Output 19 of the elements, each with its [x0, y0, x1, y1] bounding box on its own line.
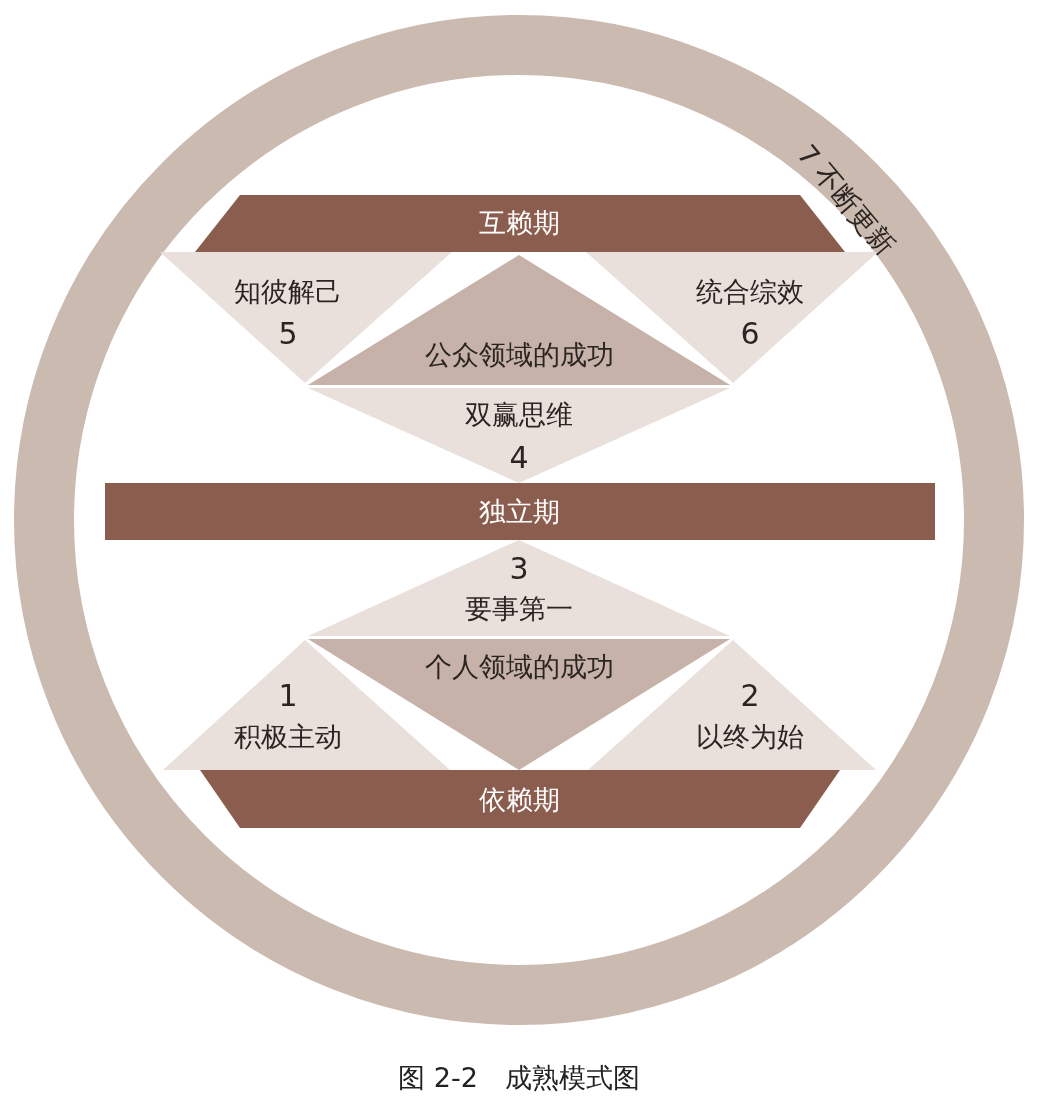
habit-number: 3	[509, 551, 529, 585]
habit-label: 要事第一	[465, 594, 573, 624]
habit-number: 6	[740, 316, 760, 350]
stage-label: 独立期	[478, 497, 560, 527]
habit-label: 统合综效	[696, 277, 804, 307]
habit-number: 2	[740, 678, 760, 712]
stage-label: 互赖期	[478, 208, 560, 238]
renewal-label: 7 不断更新	[791, 139, 901, 261]
habit-label: 积极主动	[234, 722, 342, 752]
habit-number: 4	[509, 440, 529, 474]
habit-label: 双赢思维	[465, 400, 573, 430]
figure-caption: 图 2-2 成熟模式图	[397, 1061, 641, 1095]
habit-label: 公众领域的成功	[424, 340, 614, 370]
habit-label: 个人领域的成功	[424, 652, 614, 682]
habit-label: 知彼解己	[234, 277, 342, 307]
stage-label: 依赖期	[478, 785, 560, 815]
habit-number: 1	[278, 678, 298, 712]
habit-number: 5	[278, 316, 298, 350]
habit-label: 以终为始	[696, 722, 804, 752]
